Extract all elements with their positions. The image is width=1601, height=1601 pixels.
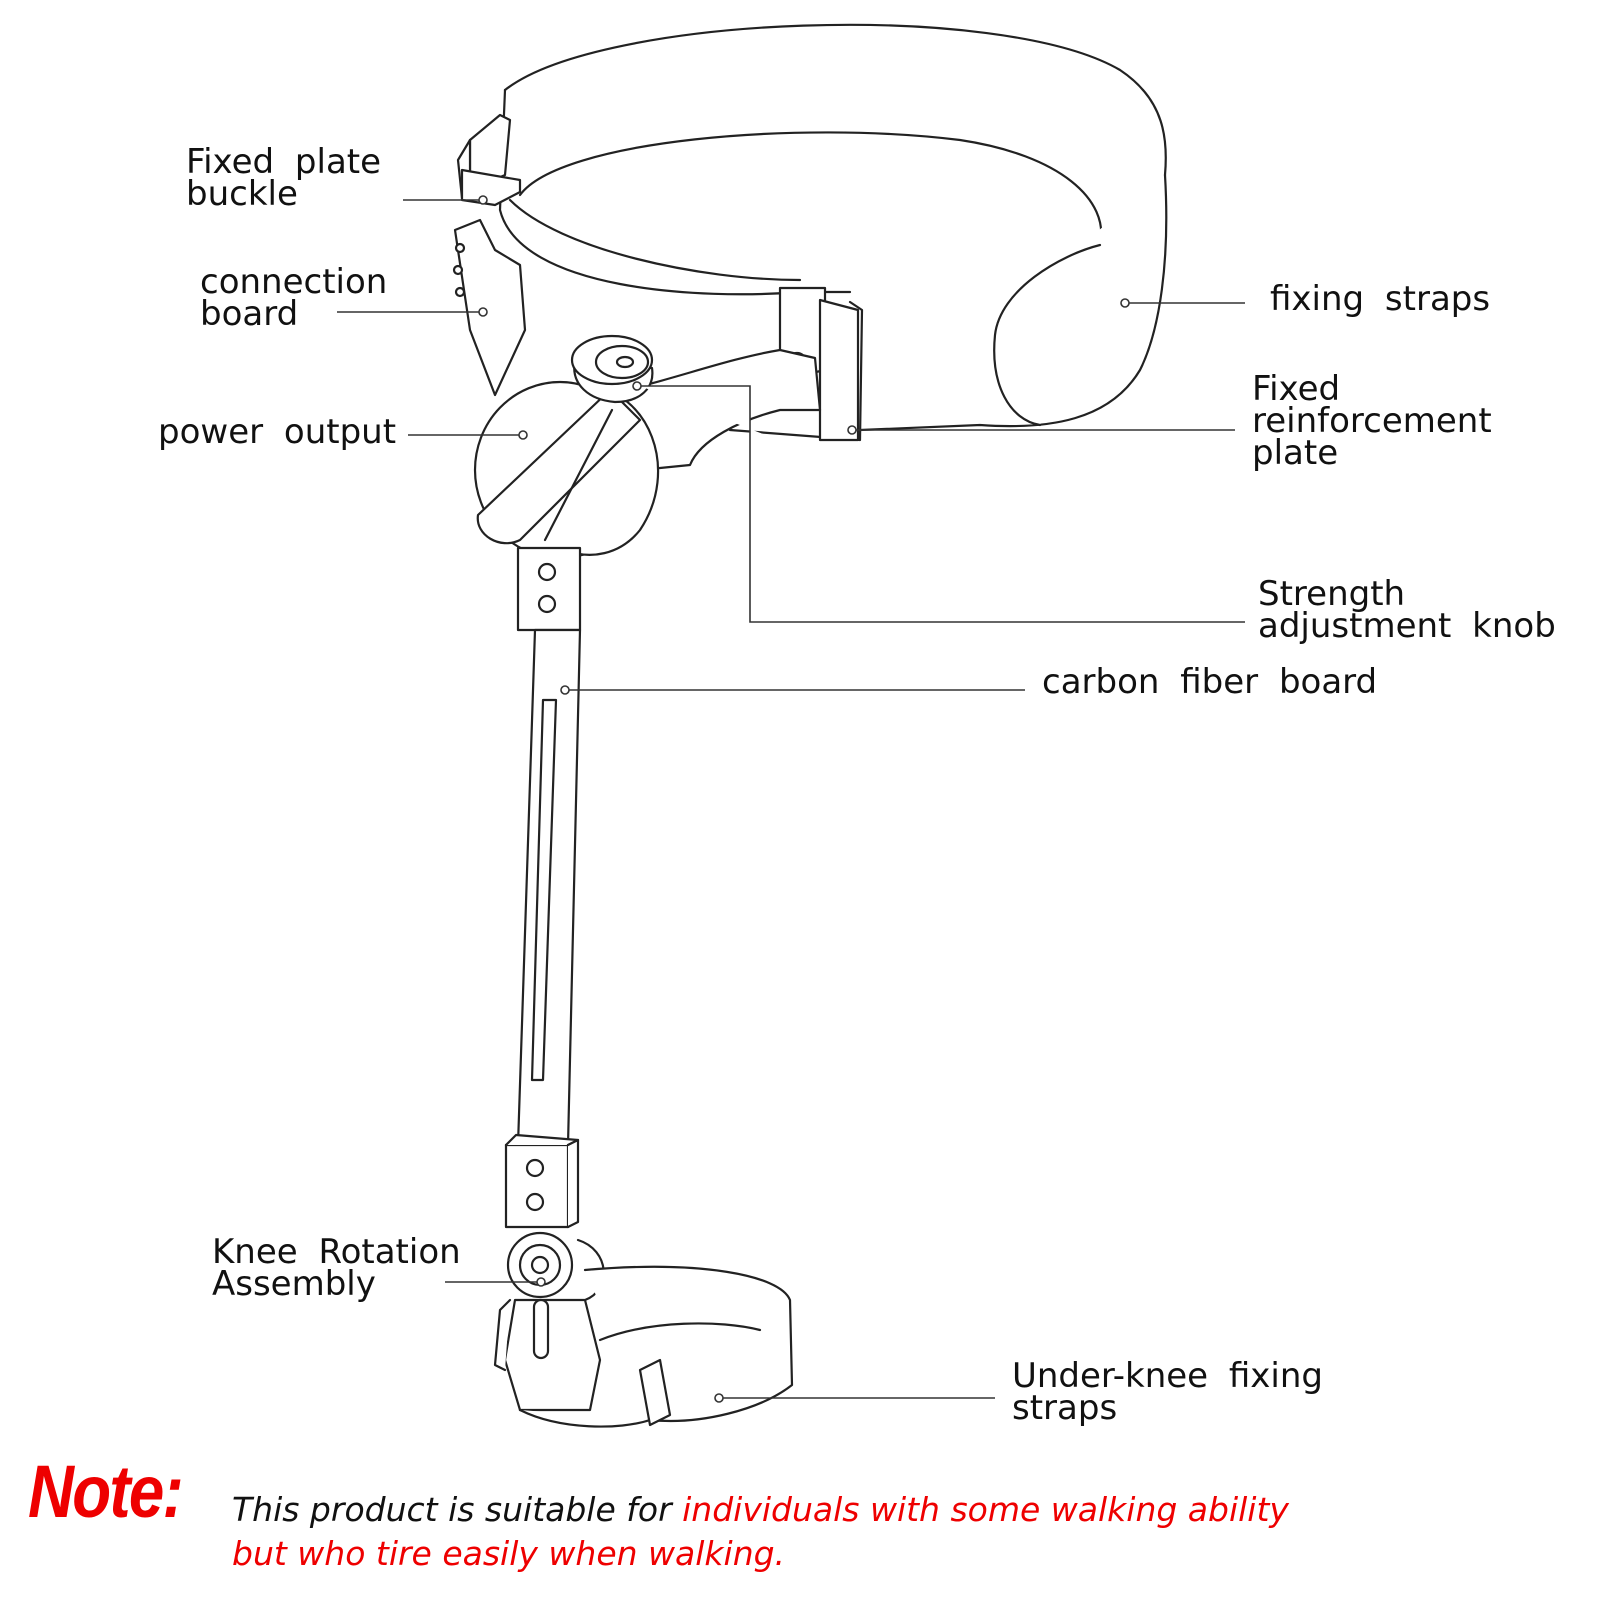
lower-bar-mount [504,1133,580,1229]
under-knee-strap [518,1265,794,1428]
label-under-knee-fixing-straps: Under-knee fixing straps [1012,1356,1324,1428]
anchor-knee-rotation-assembly [536,1277,546,1287]
anchor-fixed-reinforcement-plate [847,425,857,435]
note-line-1-black: This product is suitable for [232,1490,683,1529]
leader-strength-adjustment-knob [640,385,1245,623]
carbon-fiber-board [516,628,582,1147]
anchor-fixing-straps [1120,298,1130,308]
anchor-carbon-fiber-board [560,685,570,695]
strength-adjustment-knob [570,334,654,404]
label-fixed-reinforcement-plate: Fixed reinforcement plate [1252,369,1492,473]
note-line-1: This product is suitable for individuals… [232,1488,1289,1532]
hip-power-unit [473,380,660,560]
label-power-output: power output [158,412,397,452]
label-fixed-plate-buckle: Fixed plate buckle [186,142,382,214]
anchor-connection-board [478,307,488,317]
label-knee-rotation-assembly: Knee Rotation Assembly [212,1232,461,1304]
anchor-under-knee-fixing-straps [714,1393,724,1403]
label-connection-board: connection board [200,262,388,334]
knee-rotation-assembly [493,1231,605,1412]
label-carbon-fiber-board: carbon fiber board [1042,662,1378,702]
anchor-fixed-plate-buckle [478,195,488,205]
anchor-power-output [518,430,528,440]
note-line-1-red: individuals with some walking ability [682,1490,1289,1529]
note-text: This product is suitable for individuals… [232,1488,1289,1576]
upper-bar-mount [516,546,582,632]
label-strength-adjustment-knob: Strength adjustment knob [1258,574,1556,646]
label-fixing-straps: fixing straps [1270,279,1491,319]
note-line-2: but who tire easily when walking. [232,1534,786,1573]
buckle-and-connection-board [452,113,527,397]
note-title: Note: [28,1450,184,1533]
anchor-strength-adjustment-knob [632,381,642,391]
